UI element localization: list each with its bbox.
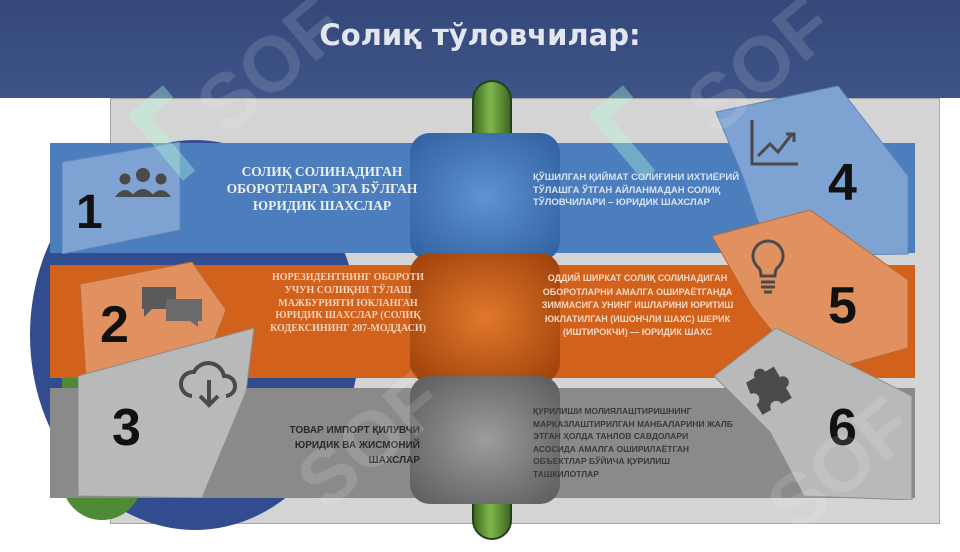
- slide-title: Солиқ тўловчилар:: [319, 18, 641, 52]
- tag-1: [62, 142, 181, 254]
- item-text-6: ҚУРИЛИШИ МОЛИЯЛАШТИРИШНИНГ МАРКАЗЛАШТИРИ…: [533, 406, 733, 479]
- puzzle-piece-icon: [746, 366, 792, 415]
- ribbon-wrap-1: [410, 133, 560, 261]
- item-number-4: 4: [828, 154, 857, 212]
- title-bar: [0, 0, 960, 98]
- item-text-5: ОДДИЙ ШИРКАТ СОЛИҚ СОЛИНАДИГАН ОБОРОТЛАР…: [541, 273, 734, 337]
- tag-3: [78, 328, 255, 498]
- chat-bubbles-icon: [142, 287, 202, 327]
- item-number-3: 3: [112, 399, 141, 457]
- ribbon-wrap-2: [410, 253, 560, 383]
- item-number-2: 2: [100, 296, 129, 354]
- item-text-2: НОРЕЗИДЕНТНИНГ ОБОРОТИ УЧУН СОЛИҚНИ ТЎЛА…: [270, 272, 426, 335]
- item-text-1: СОЛИҚ СОЛИНАДИГАН ОБОРОТЛАРГА ЭГА БЎЛГАН…: [226, 164, 418, 213]
- ribbon-wrap-3: [410, 376, 560, 504]
- item-text-3: ТОВАР ИМПОРТ ҚИЛУВЧИ ЮРИДИК ВА ЖИСМОНИЙ …: [289, 425, 420, 466]
- tag-4: [715, 86, 909, 256]
- people-group-icon: [115, 168, 171, 197]
- tag-5: [712, 210, 909, 377]
- item-number-6: 6: [828, 399, 857, 457]
- item-number-1: 1: [76, 186, 103, 239]
- cloud-download-icon: [179, 361, 237, 408]
- item-text-4: ҚЎШИЛГАН ҚИЙМАТ СОЛИҒИНИ ИХТИЁРИЙ ТЎЛАШГ…: [533, 172, 740, 208]
- line-chart-icon: [750, 120, 798, 166]
- item-number-5: 5: [828, 277, 857, 335]
- lightbulb-icon: [751, 239, 785, 294]
